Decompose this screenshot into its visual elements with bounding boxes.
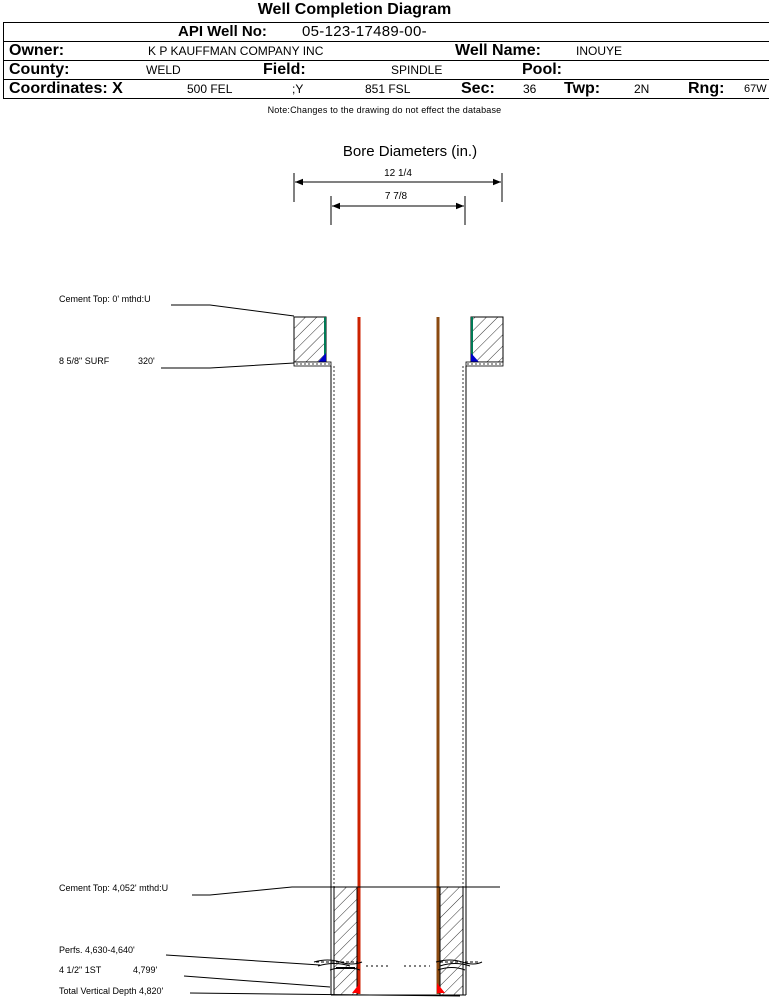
- prod-casing-label: 4 1/2" 1ST: [59, 965, 102, 975]
- well-name-label: Well Name:: [455, 42, 541, 59]
- county-row: County: WELD Field: SPINDLE Pool:: [4, 60, 769, 79]
- production-cement-right: [439, 886, 464, 996]
- surface-shoe-ledges: [293, 361, 504, 367]
- api-well-no-value: 05-123-17489-00-: [302, 23, 427, 40]
- bore-diameters-title: Bore Diameters (in.): [343, 143, 477, 160]
- api-well-no-label: API Well No:: [178, 23, 267, 40]
- coordinates-row: Coordinates: X 500 FEL ;Y 851 FSL Sec: 3…: [4, 79, 769, 98]
- sec-value: 36: [523, 82, 537, 96]
- well-name-value: INOUYE: [576, 44, 623, 58]
- coordinates-label: Coordinates: X: [9, 80, 123, 97]
- bore-outer-label: 12 1/4: [384, 168, 412, 179]
- coord-y-label: ;Y: [292, 82, 304, 96]
- bore-inner-dimension: 7 7/8: [330, 191, 466, 225]
- production-shoe-left: [352, 983, 360, 993]
- surface-casing-label: 8 5/8" SURF: [59, 356, 110, 366]
- prod-casing-depth-label: 4,799': [133, 965, 158, 975]
- rng-value: 67W: [744, 83, 767, 95]
- pool-label: Pool:: [522, 61, 562, 78]
- owner-value: K P KAUFFMAN COMPANY INC: [148, 44, 324, 58]
- rng-label: Rng:: [688, 80, 725, 97]
- owner-row: Owner: K P KAUFFMAN COMPANY INC Well Nam…: [4, 41, 769, 60]
- field-label: Field:: [263, 61, 306, 78]
- surface-cement-left: [293, 316, 327, 363]
- api-row: API Well No: 05-123-17489-00-: [4, 23, 769, 41]
- page-title: Well Completion Diagram: [257, 1, 452, 18]
- database-note: Note:Changes to the drawing do not effec…: [267, 105, 502, 115]
- cement-top-prod-label: Cement Top: 4,052' mthd:U: [59, 883, 168, 893]
- cement-top-surface-label: Cement Top: 0' mthd:U: [59, 294, 151, 304]
- well-header-table: API Well No: 05-123-17489-00- Owner: K P…: [3, 22, 769, 99]
- surface-casing-depth-label: 320': [138, 356, 155, 366]
- bore-outer-dimension: 12 1/4: [293, 168, 503, 202]
- field-value: SPINDLE: [391, 63, 443, 77]
- twp-value: 2N: [634, 82, 650, 96]
- sec-label: Sec:: [461, 80, 495, 97]
- county-value: WELD: [146, 63, 181, 77]
- surface-cement-right: [470, 316, 504, 363]
- perfs-label: Perfs. 4,630-4,640': [59, 945, 135, 955]
- coord-x-value: 500 FEL: [187, 82, 233, 96]
- county-label: County:: [9, 61, 70, 78]
- total-depth-label: Total Vertical Depth 4,820': [59, 986, 164, 996]
- perforations: [313, 959, 483, 971]
- production-cement-left: [333, 886, 358, 996]
- production-shoe-right: [437, 983, 445, 993]
- annotation-leaders: [161, 304, 500, 997]
- owner-label: Owner:: [9, 42, 65, 59]
- coord-y-value: 851 FSL: [365, 82, 411, 96]
- bore-inner-label: 7 7/8: [385, 191, 408, 202]
- twp-label: Twp:: [564, 80, 601, 97]
